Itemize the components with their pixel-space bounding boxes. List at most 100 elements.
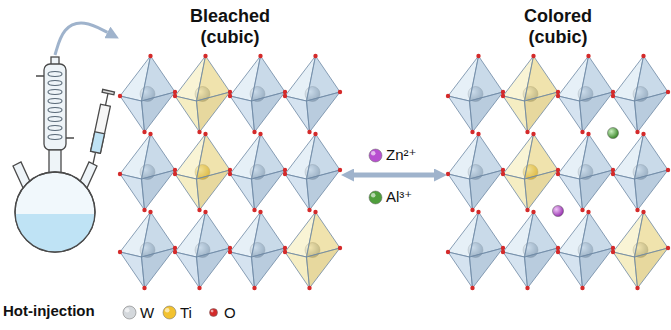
reversible-arrow (354, 173, 434, 178)
spiral-turn (48, 99, 62, 104)
syringe-barrel (91, 104, 111, 153)
octahedron-face (285, 252, 310, 288)
legend-swatch-box (368, 148, 383, 163)
lattice-panel: Colored (cubic) (446, 6, 670, 294)
o-atom (142, 208, 146, 212)
o-atom (142, 286, 146, 290)
spiral-turn (48, 135, 62, 140)
spiral-turn (48, 108, 62, 113)
o-atom (635, 286, 639, 290)
o-atom (586, 132, 590, 136)
o-atom (338, 246, 342, 250)
syringe-liquid (91, 132, 105, 154)
o-atom (252, 130, 256, 134)
octahedron (501, 210, 560, 290)
o-atom (531, 54, 535, 58)
syringe (87, 89, 114, 165)
o-atom (118, 94, 122, 98)
lattice-panel: Bleached (cubic) (118, 6, 342, 294)
o-atom (197, 286, 201, 290)
perovskite-lattice (118, 54, 342, 290)
o-atom (476, 132, 480, 136)
octahedron-face (307, 170, 341, 210)
o-atom (641, 210, 645, 214)
legend-item: Al³⁺ (368, 188, 412, 206)
al-ion (608, 128, 619, 139)
o-atom (203, 54, 207, 58)
octahedron (118, 54, 177, 134)
o-atom (580, 130, 584, 134)
o-atom (307, 130, 311, 134)
panel-title: Bleached (cubic) (175, 6, 285, 47)
o-atom (525, 130, 529, 134)
flask-outline (15, 172, 95, 252)
o-atom (611, 250, 615, 254)
octahedron (173, 210, 232, 290)
o-atom (252, 286, 256, 290)
legend-text: Ti (180, 304, 192, 321)
octahedron-face (503, 96, 528, 132)
octahedron (118, 210, 177, 290)
octahedron-face (175, 252, 200, 288)
legend-item: Zn²⁺ (368, 146, 416, 164)
o-atom (446, 94, 450, 98)
o-atom (203, 132, 207, 136)
o-atom (470, 130, 474, 134)
o-atom (252, 208, 256, 212)
octahedron (228, 54, 287, 134)
o-atom (531, 210, 535, 214)
octahedron (228, 210, 287, 290)
octahedron-face (525, 248, 559, 288)
o-atom (283, 94, 287, 98)
o-atom (228, 250, 232, 254)
octahedron-face (448, 252, 473, 288)
octahedron-face (558, 174, 583, 210)
o-atom (118, 172, 122, 176)
o-atom (666, 246, 670, 250)
legend-item: Ti (162, 304, 192, 321)
swatch-highlight (165, 308, 170, 313)
perovskite-lattice (446, 54, 670, 290)
o-atom (666, 90, 670, 94)
swatch-highlight (371, 150, 376, 155)
octahedron (173, 54, 232, 134)
legend-text: O (224, 304, 236, 321)
o-atom (611, 172, 615, 176)
o-atom (525, 286, 529, 290)
o-atom (173, 250, 177, 254)
legend-item: O (206, 304, 236, 321)
octahedron-face (120, 174, 145, 210)
spiral-turn (48, 90, 62, 95)
o-atom (531, 132, 535, 136)
legend-swatch-box (206, 305, 221, 320)
o-atom (307, 208, 311, 212)
syringe-plunger (105, 94, 107, 106)
legend-item: W (122, 304, 154, 321)
flask-neck (49, 150, 61, 174)
octahedron (283, 210, 342, 290)
octahedron-face (470, 248, 504, 288)
octahedron (556, 132, 615, 212)
o-atom (338, 168, 342, 172)
swatch-highlight (211, 310, 214, 313)
octahedron (228, 132, 287, 212)
o-atom (556, 94, 560, 98)
o-atom (476, 210, 480, 214)
o-atom (525, 208, 529, 212)
octahedron-face (252, 170, 286, 210)
swatch-highlight (125, 308, 130, 313)
octahedron-face (580, 248, 614, 288)
octahedron-face (580, 92, 614, 132)
o-atom (258, 54, 262, 58)
octahedron-face (142, 248, 176, 288)
octahedron-face (252, 92, 286, 132)
legend-swatch (210, 309, 218, 317)
octahedron (446, 132, 505, 212)
legend-swatch (163, 306, 176, 319)
o-atom (635, 130, 639, 134)
o-atom (148, 210, 152, 214)
legend-text: W (140, 304, 154, 321)
octahedron (611, 132, 670, 212)
octahedron (556, 54, 615, 134)
octahedron (556, 210, 615, 290)
